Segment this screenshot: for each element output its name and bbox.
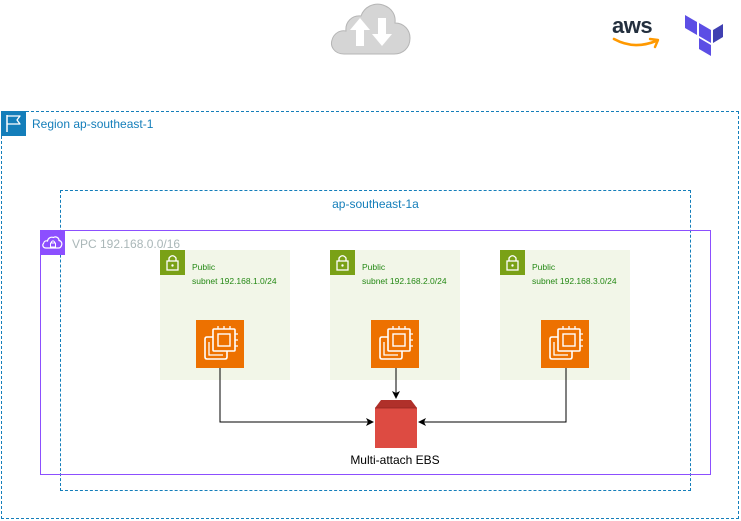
cloud-lock-icon [40, 230, 65, 255]
flag-icon [1, 111, 26, 136]
subnet-label-line1: Public [532, 262, 556, 272]
subnet-label-line2: subnet 192.168.2.0/24 [362, 276, 447, 286]
terraform-logo-icon [685, 15, 723, 56]
ec2-instance-icon [196, 320, 244, 368]
subnet-label: Public subnet 192.168.2.0/24 [362, 260, 447, 288]
region-container [1, 111, 739, 519]
aws-smile-icon [612, 37, 660, 49]
ec2-instance-icon [371, 320, 419, 368]
vpc-container [40, 230, 711, 475]
subnet-label-line1: Public [362, 262, 386, 272]
subnet-label-line1: Public [192, 262, 216, 272]
availability-zone-container [60, 190, 691, 491]
vpc-label: VPC 192.168.0.0/16 [72, 237, 181, 251]
subnet-label: Public subnet 192.168.3.0/24 [532, 260, 617, 288]
lock-icon [500, 250, 525, 275]
ec2-instance-icon [541, 320, 589, 368]
ebs-volume-icon [375, 400, 417, 448]
subnet-label-line2: subnet 192.168.1.0/24 [192, 276, 277, 286]
subnet-label-line2: subnet 192.168.3.0/24 [532, 276, 617, 286]
lock-icon [330, 250, 355, 275]
lock-icon [160, 250, 185, 275]
aws-logo-text: aws [612, 13, 653, 38]
aws-logo: aws [612, 14, 662, 50]
cloud-up-down-icon [331, 3, 411, 55]
region-label: Region ap-southeast-1 [32, 117, 154, 131]
ebs-label: Multi-attach EBS [350, 453, 440, 467]
subnet-label: Public subnet 192.168.1.0/24 [192, 260, 277, 288]
availability-zone-label: ap-southeast-1a [332, 197, 419, 211]
